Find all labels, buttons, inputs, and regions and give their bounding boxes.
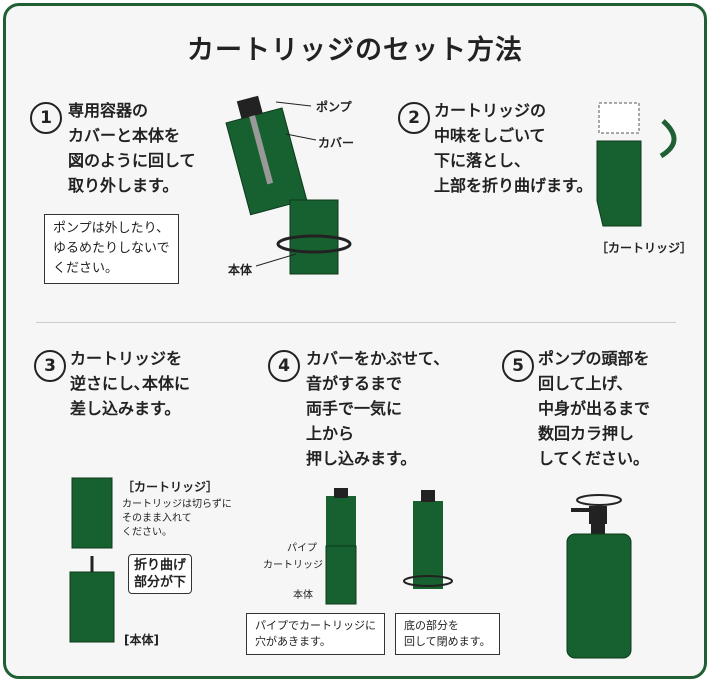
step-number-5: 5 <box>502 350 534 382</box>
pipe-label: パイプ <box>287 543 317 554</box>
instruction-panel: カートリッジのセット方法 1 専用容器の カバーと本体を 図のように回して 取り… <box>3 3 707 679</box>
step-4-illustration <box>325 488 453 605</box>
step-1-note: ポンプは外したり、 ゆるめたりしないで ください。 <box>44 214 179 284</box>
divider <box>36 322 676 323</box>
step-number-3: 3 <box>34 350 66 382</box>
step-1-text: 専用容器の カバーと本体を 図のように回して 取り外します。 <box>68 101 196 195</box>
step-3-illustration <box>69 477 115 643</box>
bottom-note: 底の部分を 回して閉めます。 <box>395 613 500 655</box>
step-number-4: 4 <box>268 350 300 382</box>
cover-label: カバー <box>318 136 355 150</box>
step-number-2: 2 <box>398 102 430 134</box>
step-4-text: カバーをかぶせて、 音がするまで 両手で一気に 上から 押し込みます。 <box>306 349 450 468</box>
body-label-3: [本体] <box>124 633 159 647</box>
page-title: カートリッジのセット方法 <box>187 35 523 66</box>
pipe-note: パイプでカートリッジに 穴があきます。 <box>246 613 385 655</box>
step-2-illustration <box>596 102 677 227</box>
cartridge-label-4: カートリッジ <box>263 560 323 571</box>
cartridge-label: ［カートリッジ］ <box>596 241 693 255</box>
step-number-1: 1 <box>30 102 62 134</box>
step-3-text: カートリッジを 逆さにし､本体に 差し込みます。 <box>70 349 191 418</box>
body-label: 本体 <box>228 263 253 277</box>
pump-label: ポンプ <box>316 100 352 114</box>
cartridge-label-3: ［カートリッジ］ <box>122 480 219 494</box>
step-2-text: カートリッジの 中味をしごいて 下に落とし、 上部を折り曲げます。 <box>434 101 593 195</box>
fold-note: 折り曲げ 部分が下 <box>128 554 193 594</box>
body-label-4: 本体 <box>293 590 313 601</box>
cartridge-note: カートリッジは切らずに そのまま入れて ください。 <box>122 499 232 538</box>
step-5-text: ポンプの頭部を 回して上げ、 中身が出るまで 数回カラ押し してください。 <box>538 349 651 468</box>
step-5-illustration <box>566 494 632 659</box>
step-1-illustration <box>225 95 352 275</box>
